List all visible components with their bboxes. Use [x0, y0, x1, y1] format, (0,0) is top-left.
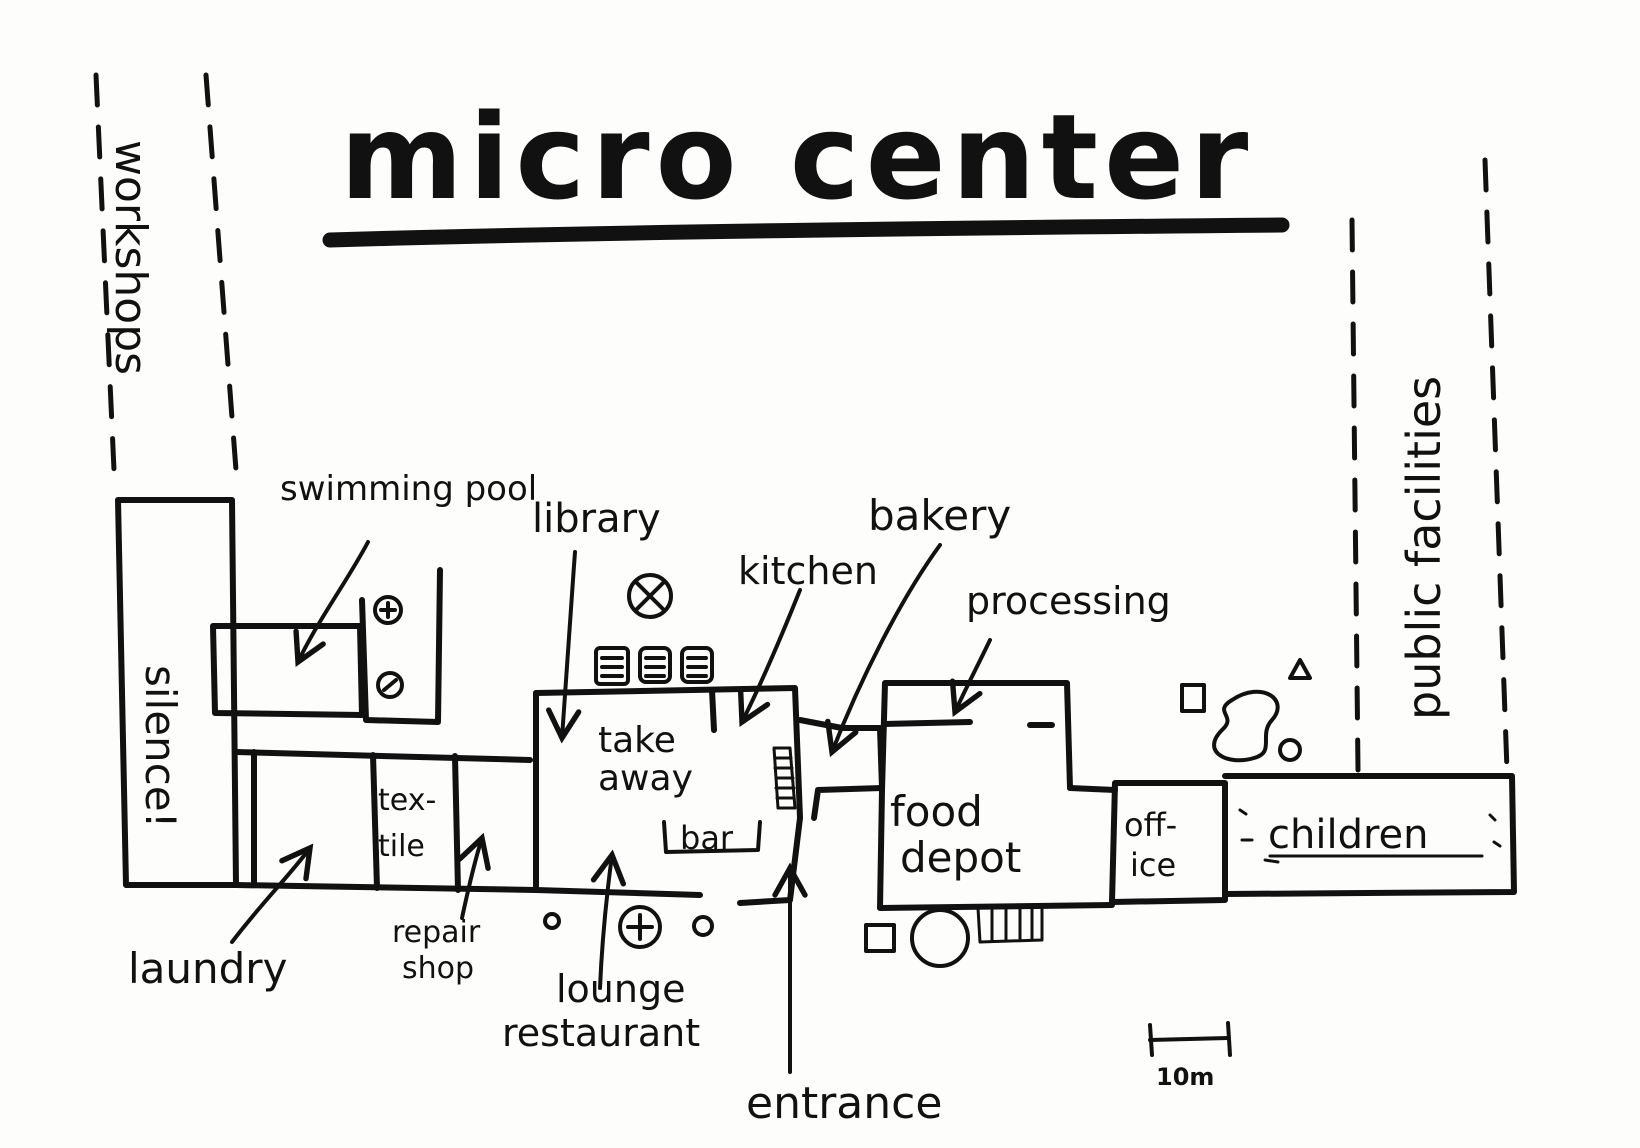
- swimming-pool-label: swimming pool: [280, 469, 537, 509]
- kitchen-label: kitchen: [738, 549, 878, 593]
- entrance-label: entrance: [746, 1078, 942, 1129]
- bar-label: bar: [680, 819, 734, 857]
- triangle-symbol: [1288, 658, 1312, 680]
- bakery-arrow: [825, 543, 942, 758]
- arrows: [230, 540, 992, 1074]
- symbols: [373, 573, 1502, 1057]
- bar-counter: [662, 820, 762, 854]
- silence-label: silence!: [136, 665, 185, 828]
- circle-symbol: [1278, 738, 1302, 762]
- food-depot-label: depot: [900, 833, 1021, 882]
- processing-room: [879, 680, 1073, 793]
- workshops-label: workshops: [105, 140, 156, 375]
- children-room: [1222, 773, 1517, 897]
- title-underline: [322, 217, 1290, 248]
- stairs: [976, 904, 1044, 944]
- swimming-pool-room: [210, 623, 365, 718]
- bookshelf-icon: [594, 646, 714, 686]
- table-icon: [618, 905, 662, 949]
- office-label: off-: [1124, 806, 1177, 844]
- lounge-label: lounge: [556, 967, 685, 1011]
- circle-symbol: [910, 908, 970, 968]
- children-label: children: [1268, 812, 1429, 858]
- stairs: [772, 746, 797, 810]
- laundry-arrow: [230, 843, 314, 944]
- square-symbol: [864, 923, 896, 953]
- pool-side-area: [359, 567, 443, 725]
- textile-label: tile: [378, 829, 425, 864]
- square-symbol: [1180, 683, 1206, 713]
- title: micro center: [340, 88, 1254, 226]
- laundry-label: laundry: [128, 944, 287, 993]
- repair-shop-arrow: [456, 832, 491, 920]
- circle-symbol: [692, 915, 714, 937]
- take-away-room: [533, 685, 803, 906]
- take-away-label: take: [598, 720, 676, 761]
- take-away-label: away: [598, 758, 693, 799]
- repair-shop-label: shop: [402, 951, 474, 986]
- pool-arrow: [293, 540, 370, 668]
- library-label: library: [532, 496, 661, 542]
- restaurant-label: restaurant: [502, 1011, 700, 1055]
- blob-shape: [1212, 689, 1280, 763]
- library-arrow: [546, 550, 582, 744]
- bakery-label: bakery: [868, 491, 1011, 540]
- scale-label: 10m: [1156, 1063, 1214, 1091]
- floor-plan: [115, 497, 1517, 911]
- scale-bar: [1148, 1021, 1232, 1057]
- globe-icon: [627, 573, 673, 619]
- lounge-arrow: [590, 849, 627, 990]
- kitchen-arrow: [737, 588, 802, 727]
- food-depot-label: food: [890, 787, 983, 836]
- office-label: ice: [1130, 846, 1176, 884]
- textile-label: tex-: [378, 783, 436, 818]
- labels: silence! swimming pool laundry tex- tile…: [128, 469, 1484, 1129]
- office-room: [1109, 780, 1228, 905]
- repair-shop-label: repair: [392, 915, 481, 950]
- processing-label: processing: [966, 579, 1171, 623]
- processing-arrow: [949, 638, 992, 718]
- public-facilities-band: [1349, 157, 1510, 773]
- circle-symbol: [376, 671, 404, 699]
- public-facilities-label: public facilities: [1397, 376, 1451, 720]
- circle-symbol: [543, 912, 561, 930]
- workshops-band: [93, 72, 239, 473]
- circle-symbol: [373, 595, 403, 625]
